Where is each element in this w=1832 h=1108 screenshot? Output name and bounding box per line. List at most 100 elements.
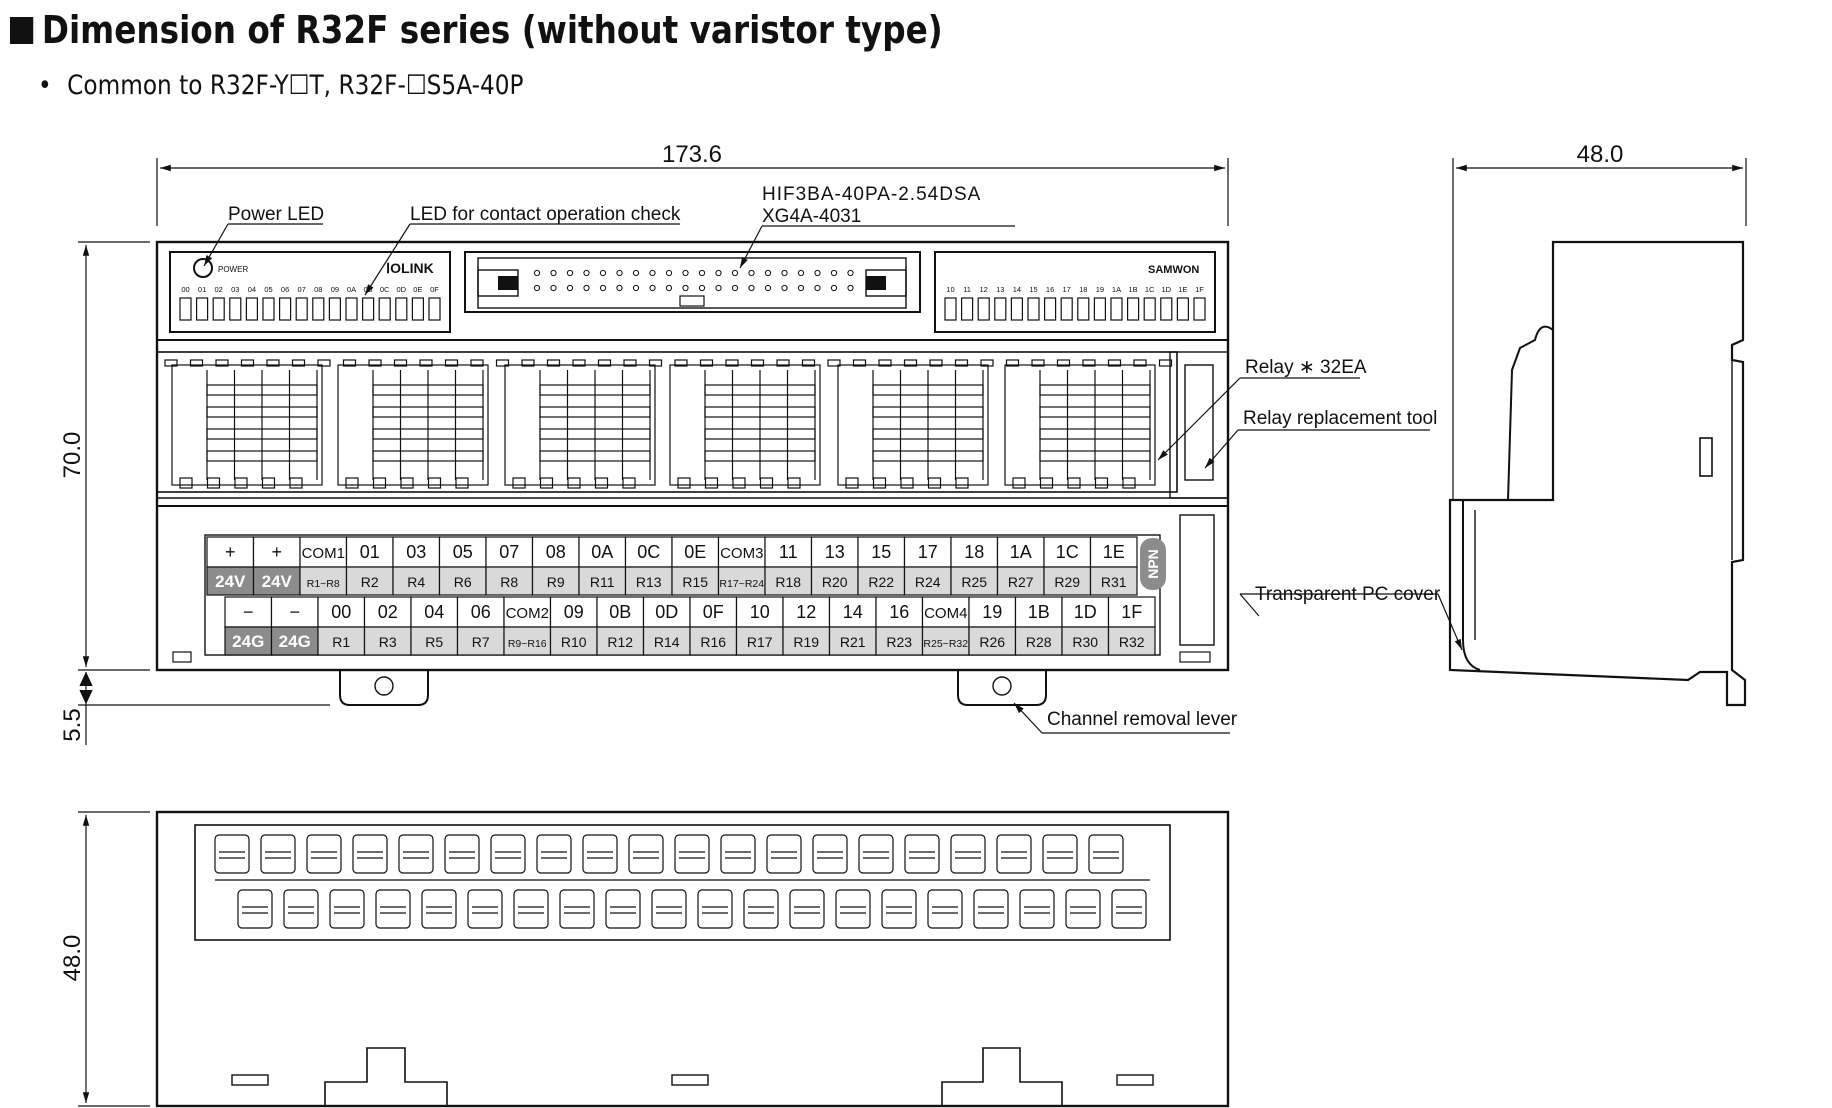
terminal-screw-bottom bbox=[513, 889, 549, 929]
relay-socket bbox=[455, 477, 469, 489]
terminal-cell-bottom bbox=[1089, 566, 1138, 596]
terminal-label: 00 bbox=[331, 602, 351, 622]
brand-logo: SAMWON bbox=[1148, 264, 1199, 276]
led_labels_left-led-label: 0E bbox=[413, 285, 422, 294]
terminal-label: 0C bbox=[637, 542, 660, 562]
connector-pin bbox=[682, 284, 689, 292]
terminal-cell-bottom bbox=[206, 566, 255, 596]
bottom-clip-right bbox=[941, 1047, 1063, 1106]
led_labels_right-led-label: 1B bbox=[1129, 285, 1138, 294]
terminal-screw-bottom bbox=[237, 889, 273, 929]
connector-pin bbox=[566, 269, 574, 277]
terminal-cell-top bbox=[299, 536, 348, 568]
power-led-icon bbox=[193, 258, 213, 278]
led_labels_left-led-label: 07 bbox=[298, 285, 306, 294]
led_labels_left-led bbox=[378, 297, 391, 321]
terminal-label: + bbox=[271, 542, 282, 562]
bottom-depth-dimension: 48.0 bbox=[59, 935, 86, 982]
led_labels_left-led-label: 03 bbox=[231, 285, 239, 294]
terminal-label: 0E bbox=[684, 542, 706, 562]
terminal-cell-bottom bbox=[642, 626, 691, 656]
relay-socket bbox=[400, 477, 414, 489]
connector-pin bbox=[781, 284, 788, 292]
relay-socket bbox=[539, 477, 554, 489]
power-led-label: POWER bbox=[218, 265, 248, 274]
terminal-cell-top bbox=[996, 536, 1045, 568]
terminal-cell-bottom bbox=[1061, 626, 1110, 656]
terminal-cell-bottom bbox=[1043, 566, 1092, 596]
connector-pin bbox=[665, 269, 673, 277]
terminal-screw-top bbox=[444, 834, 480, 874]
terminal-screw-top bbox=[812, 834, 848, 874]
connector-pin bbox=[649, 269, 656, 277]
relay-socket bbox=[289, 477, 303, 489]
terminal-label: 08 bbox=[546, 542, 566, 562]
connector-pin bbox=[583, 284, 590, 292]
connector-pin bbox=[748, 284, 755, 292]
relay-tab bbox=[776, 359, 790, 367]
terminal-label: 03 bbox=[406, 542, 426, 562]
terminal-cell-top bbox=[485, 536, 534, 568]
terminal-channel-label: R9 bbox=[547, 574, 565, 590]
relay-tab bbox=[929, 359, 943, 367]
connector-pin bbox=[649, 284, 656, 292]
relay-socket bbox=[622, 477, 636, 489]
relay-socket bbox=[704, 477, 719, 489]
led_labels_right-led bbox=[977, 297, 990, 321]
terminal-screw-bottom bbox=[651, 889, 687, 929]
terminal-cell-bottom bbox=[857, 566, 906, 596]
connector-pin bbox=[599, 284, 607, 292]
connector-pin bbox=[748, 269, 755, 277]
terminal-channel-label: R27 bbox=[1008, 574, 1034, 590]
terminal-label: 02 bbox=[378, 602, 398, 622]
terminal-cell-bottom bbox=[438, 566, 487, 596]
terminal-screw-top bbox=[674, 834, 710, 874]
terminal-cell-bottom bbox=[903, 566, 952, 596]
terminal-screw-top bbox=[490, 834, 526, 874]
connector-pin bbox=[797, 269, 805, 277]
rail-clip-right bbox=[957, 670, 1047, 706]
terminal-channel-label: R2 bbox=[361, 574, 379, 590]
connector-pin bbox=[715, 269, 722, 277]
terminal-label: 11 bbox=[779, 542, 798, 562]
terminal-cell-bottom bbox=[410, 626, 459, 656]
terminal-cell-top bbox=[903, 536, 952, 568]
relay-tab bbox=[215, 359, 229, 367]
led_labels_right-led bbox=[944, 297, 957, 321]
connector-pin bbox=[698, 284, 706, 292]
relay-socket bbox=[900, 477, 914, 489]
led_labels_right-led bbox=[1160, 297, 1173, 321]
relay-tab bbox=[470, 359, 484, 367]
pc-cover-window bbox=[1179, 514, 1215, 646]
relay-socket bbox=[732, 477, 746, 489]
terminal-label: 09 bbox=[564, 602, 584, 622]
callout-relay: Relay ∗ 32EA bbox=[1245, 357, 1367, 378]
terminal-label: 16 bbox=[889, 602, 909, 622]
led_labels_left-led bbox=[345, 297, 358, 321]
terminal-cell-bottom bbox=[950, 566, 999, 596]
led_labels_right-led bbox=[1193, 297, 1206, 321]
relay-tool-slot bbox=[1184, 364, 1214, 481]
led_labels_left-led bbox=[328, 297, 341, 321]
relay-tab bbox=[623, 359, 637, 367]
relay-socket bbox=[1094, 477, 1109, 489]
terminal-cell-bottom bbox=[503, 626, 552, 656]
connector-pin bbox=[797, 284, 805, 292]
terminal-label: COM2 bbox=[506, 605, 549, 622]
terminal-cell-bottom bbox=[764, 566, 813, 596]
terminal-screw-top bbox=[996, 834, 1032, 874]
led_labels_right-led-label: 19 bbox=[1096, 285, 1104, 294]
terminal-screw-top bbox=[766, 834, 802, 874]
led_labels_right-led bbox=[1060, 297, 1073, 321]
relay-tab bbox=[521, 359, 535, 367]
bottom-clip-left bbox=[324, 1047, 448, 1106]
terminal-screw-top bbox=[582, 834, 618, 874]
connector-pin bbox=[764, 284, 772, 292]
relay-socket bbox=[1067, 477, 1081, 489]
terminal-label: + bbox=[225, 542, 236, 562]
relay-tab bbox=[189, 359, 204, 367]
terminal-cell-bottom bbox=[624, 566, 673, 596]
relay-socket bbox=[345, 477, 359, 489]
terminal-channel-label: R1~R8 bbox=[307, 578, 340, 590]
terminal-cell-bottom bbox=[270, 626, 319, 656]
